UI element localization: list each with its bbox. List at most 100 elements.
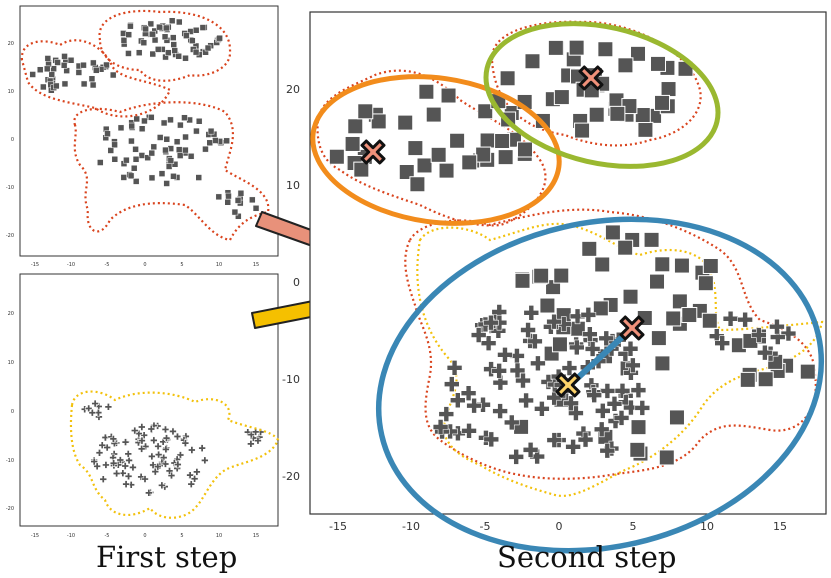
square-marker (111, 141, 118, 149)
square-marker (344, 135, 361, 152)
square-marker (148, 114, 155, 121)
x-tick-label: -15 (329, 520, 347, 533)
cross-marker (586, 387, 603, 403)
square-marker (75, 69, 83, 76)
x-tick-label: -10 (67, 262, 75, 268)
cross-marker (751, 327, 767, 343)
x-mark-icon (578, 65, 604, 91)
x-tick-label: -5 (105, 533, 110, 539)
square-marker (581, 240, 598, 257)
square-marker (449, 132, 466, 149)
tl-boundary-lower (73, 101, 270, 242)
square-marker (234, 197, 242, 204)
square-marker (181, 114, 188, 121)
square-marker (195, 117, 203, 125)
cross-marker (580, 307, 597, 323)
square-marker (658, 449, 675, 466)
square-marker (138, 125, 146, 132)
square-marker (547, 39, 564, 56)
cross-marker (613, 410, 630, 426)
square-marker (128, 137, 135, 145)
square-marker (643, 231, 660, 248)
cross-marker (503, 414, 520, 431)
y-tick-label: -10 (6, 458, 14, 464)
square-marker (144, 154, 151, 161)
cross-marker (582, 326, 598, 342)
square-marker (48, 70, 56, 78)
cross-marker (630, 382, 647, 398)
y-tick-label: 0 (293, 276, 300, 289)
square-marker (668, 409, 685, 426)
square-marker (167, 116, 174, 124)
square-marker (799, 363, 816, 380)
cross-marker (125, 456, 133, 465)
cross-marker (584, 341, 601, 357)
panel-top-left-points (29, 17, 260, 220)
cross-marker (247, 440, 255, 448)
square-marker (328, 148, 345, 165)
square-marker (409, 176, 426, 193)
square-marker (165, 49, 172, 56)
square-marker (609, 105, 626, 122)
cross-marker (569, 308, 586, 325)
square-marker (154, 46, 162, 53)
x-tick-label: -15 (31, 533, 39, 539)
cross-marker (492, 403, 508, 419)
square-marker (199, 24, 207, 31)
cross-marker (148, 452, 156, 461)
cross-marker (534, 401, 550, 417)
square-marker (629, 441, 646, 458)
cross-marker (187, 480, 196, 488)
square-marker (135, 49, 143, 56)
square-marker (654, 256, 671, 273)
square-marker (175, 146, 183, 153)
square-marker (29, 71, 36, 78)
square-marker (150, 143, 158, 151)
x-tick-label: -10 (67, 533, 75, 539)
square-marker (416, 157, 433, 174)
square-marker (430, 146, 447, 163)
cross-marker (594, 403, 611, 419)
square-marker (132, 156, 140, 163)
cross-marker (483, 314, 499, 331)
square-marker (553, 89, 570, 106)
cross-marker (565, 439, 581, 455)
square-marker (702, 257, 719, 274)
x-tick-label: 15 (253, 262, 259, 268)
square-marker (165, 163, 173, 170)
y-tick-label: -20 (282, 470, 300, 483)
square-marker (223, 137, 230, 145)
square-marker (225, 192, 232, 200)
cluster-blue-ellipse (375, 216, 825, 554)
cross-marker (154, 442, 162, 451)
cross-marker (634, 400, 651, 416)
cross-marker (254, 436, 262, 445)
x-tick-label: 10 (216, 533, 222, 539)
square-marker (475, 146, 492, 163)
cross-marker (432, 419, 449, 435)
square-marker (539, 297, 556, 314)
cross-marker (109, 459, 118, 468)
square-marker (671, 293, 688, 310)
cross-marker (158, 481, 166, 490)
square-marker (594, 256, 611, 273)
square-marker (44, 55, 52, 62)
square-marker (156, 134, 164, 141)
cross-marker (103, 443, 111, 452)
square-marker (163, 24, 170, 32)
square-marker (148, 149, 156, 157)
square-marker (630, 45, 647, 62)
x-tick-label: -15 (31, 262, 39, 268)
square-marker (592, 300, 609, 317)
cross-marker (492, 374, 509, 391)
cross-marker (130, 426, 139, 435)
panel-bottom-left-points (80, 399, 265, 497)
cross-marker (466, 397, 482, 414)
panel-bottom-left-frame (19, 273, 279, 527)
cross-marker (110, 439, 119, 448)
